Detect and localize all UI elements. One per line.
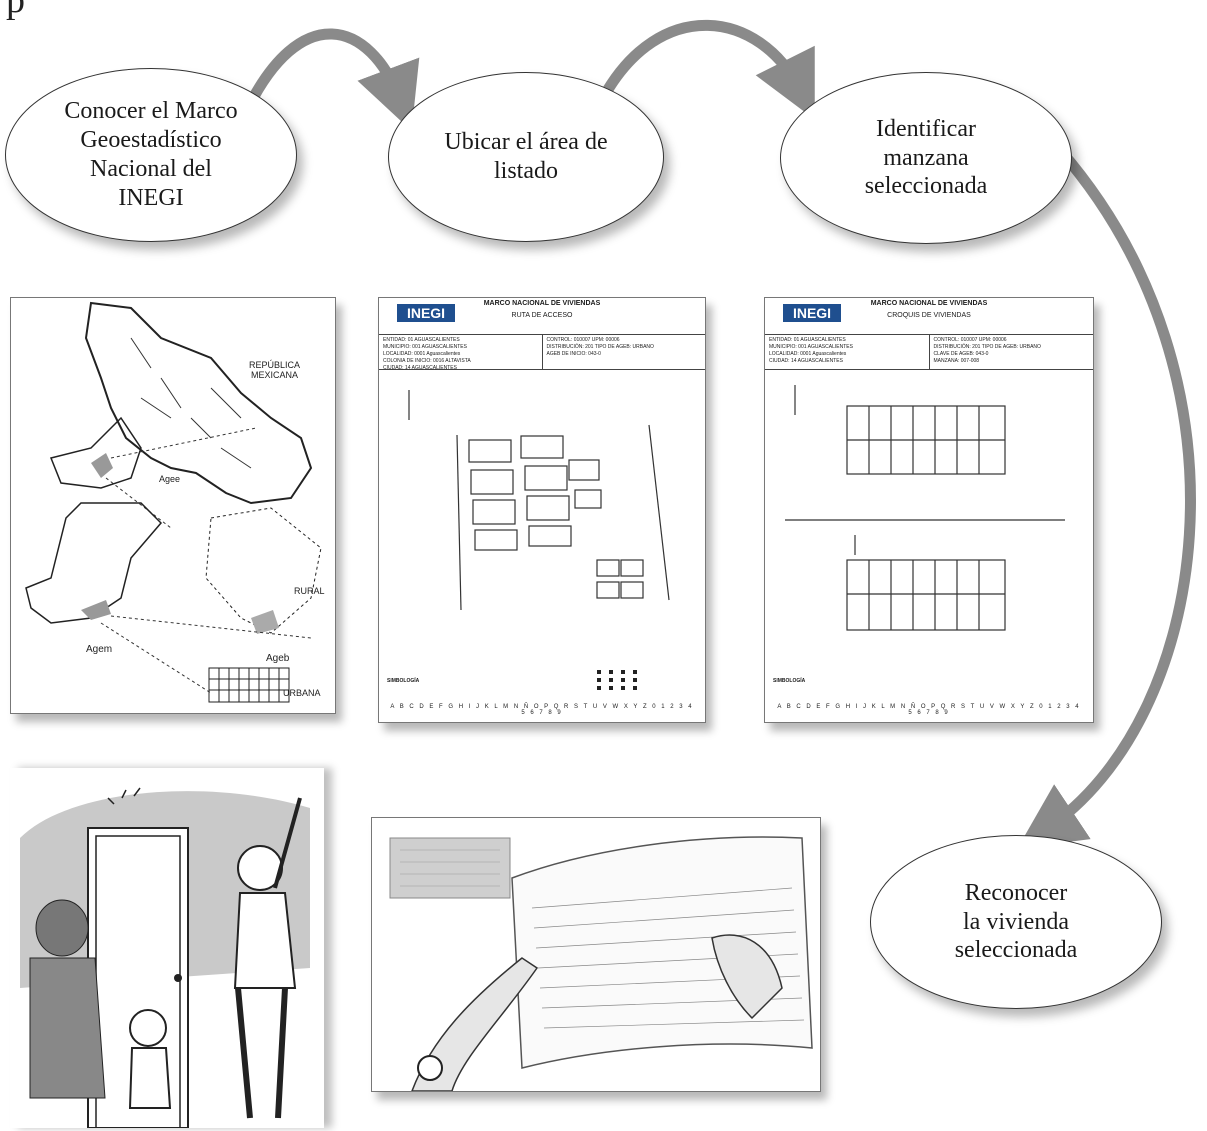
arrow-step2-to-step3 bbox=[597, 19, 815, 120]
inegi-logo: INEGI bbox=[783, 304, 841, 322]
map-illustration bbox=[25, 301, 322, 703]
map-label-agem: Agem bbox=[86, 644, 113, 655]
flow-step-3: Identificar manzana seleccionada bbox=[780, 72, 1072, 244]
flow-step-2-label: Ubicar el área de listado bbox=[444, 129, 608, 184]
croquis-field: DISTRIBUCIÓN: 201 TIPO DE AGEB: URBANO bbox=[933, 344, 1041, 350]
route-field: LOCALIDAD: 0001 Aguascalientes bbox=[383, 351, 461, 357]
interviewer-illustration bbox=[10, 768, 324, 1128]
route-field: DISTRIBUCIÓN: 201 TIPO DE AGEB: URBANO bbox=[546, 344, 654, 350]
croquis-field: MANZANA: 007-008 bbox=[933, 358, 980, 364]
route-field: CONTROL: 010007 UPM: 00006 bbox=[546, 337, 620, 343]
croquis-field: LOCALIDAD: 0001 Aguascalientes bbox=[769, 351, 847, 357]
flow-step-3-label: Identificar manzana seleccionada bbox=[864, 115, 988, 200]
map-label-urbana: URBANA bbox=[283, 688, 321, 698]
flow-step-4: Reconocer la vivienda seleccionada bbox=[870, 835, 1162, 1009]
route-document-header: INEGI MARCO NACIONAL DE VIVIENDAS RUTA D… bbox=[379, 298, 705, 335]
flow-step-1: Conocer el Marco Geoestadístico Nacional… bbox=[5, 68, 297, 242]
header-fragment: p bbox=[6, 0, 25, 21]
form-reading-illustration bbox=[371, 817, 821, 1092]
croquis-field: CIUDAD: 14 AGUASCALIENTES bbox=[769, 358, 843, 364]
route-document-panel: INEGI MARCO NACIONAL DE VIVIENDAS RUTA D… bbox=[378, 297, 706, 723]
route-sketch bbox=[408, 390, 670, 690]
map-label-rural: RURAL bbox=[294, 586, 325, 596]
croquis-document-panel: INEGI MARCO NACIONAL DE VIVIENDAS CROQUI… bbox=[764, 297, 1094, 723]
arrow-step3-to-step4 bbox=[1017, 144, 1196, 849]
croquis-field: CONTROL: 010007 UPM: 00006 bbox=[933, 337, 1007, 343]
croquis-field: ENTIDAD: 01 AGUASCALIENTES bbox=[769, 337, 846, 343]
route-field: COLONIA DE INICIO: 0016 ALTAVISTA bbox=[383, 358, 471, 364]
croquis-document-header: INEGI MARCO NACIONAL DE VIVIENDAS CROQUI… bbox=[765, 298, 1093, 335]
croquis-document-fields: ENTIDAD: 01 AGUASCALIENTES MUNICIPIO: 00… bbox=[765, 335, 1093, 370]
flow-step-1-label: Conocer el Marco Geoestadístico Nacional… bbox=[64, 98, 238, 211]
route-document-title: MARCO NACIONAL DE VIVIENDAS bbox=[483, 300, 601, 307]
interviewer-drawing bbox=[10, 768, 324, 1128]
flow-step-4-label: Reconocer la vivienda seleccionada bbox=[954, 879, 1078, 964]
geostatistic-map-panel: REPÚBLICA MEXICANA Agee RURAL Agem Ageb … bbox=[10, 297, 336, 714]
route-alphabet-strip: A B C D E F G H I J K L M N Ñ O P Q R S … bbox=[390, 704, 694, 716]
croquis-document-title: MARCO NACIONAL DE VIVIENDAS bbox=[870, 300, 988, 307]
route-field: MUNICIPIO: 001 AGUASCALIENTES bbox=[383, 344, 467, 350]
flow-step-2: Ubicar el área de listado bbox=[388, 72, 664, 242]
route-document-fields: ENTIDAD: 01 AGUASCALIENTES MUNICIPIO: 00… bbox=[379, 335, 706, 371]
croquis-alphabet-strip: A B C D E F G H I J K L M N Ñ O P Q R S … bbox=[777, 704, 1081, 716]
map-label-republica: REPÚBLICA MEXICANA bbox=[249, 360, 301, 380]
route-fields-col2: CONTROL: 010007 UPM: 00006 DISTRIBUCIÓN:… bbox=[543, 335, 706, 369]
route-field: ENTIDAD: 01 AGUASCALIENTES bbox=[383, 337, 460, 343]
arrow-step1-to-step2 bbox=[240, 28, 420, 131]
map-label-ageb: Ageb bbox=[266, 653, 290, 664]
route-fields-col1: ENTIDAD: 01 AGUASCALIENTES MUNICIPIO: 00… bbox=[379, 335, 543, 371]
croquis-field: MUNICIPIO: 001 AGUASCALIENTES bbox=[769, 344, 853, 350]
croquis-field: CLAVE DE AGEB: 043-0 bbox=[933, 351, 989, 357]
route-simbologia-label: SIMBOLOGÍA bbox=[387, 678, 420, 684]
croquis-sketch bbox=[785, 385, 1065, 631]
croquis-fields-col2: CONTROL: 010007 UPM: 00006 DISTRIBUCIÓN:… bbox=[930, 335, 1094, 369]
route-field: AGEB DE INICIO: 043-0 bbox=[546, 351, 601, 357]
map-label-agee: Agee bbox=[159, 474, 181, 484]
croquis-fields-col1: ENTIDAD: 01 AGUASCALIENTES MUNICIPIO: 00… bbox=[765, 335, 930, 369]
croquis-document-subtitle: CROQUIS DE VIVIENDAS bbox=[887, 312, 971, 319]
croquis-simbologia-label: SIMBOLOGÍA bbox=[773, 678, 806, 684]
route-field: CIUDAD: 14 AGUASCALIENTES bbox=[383, 365, 457, 371]
inegi-logo: INEGI bbox=[397, 304, 455, 322]
form-drawing bbox=[372, 818, 820, 1091]
route-document-subtitle: RUTA DE ACCESO bbox=[511, 312, 573, 319]
